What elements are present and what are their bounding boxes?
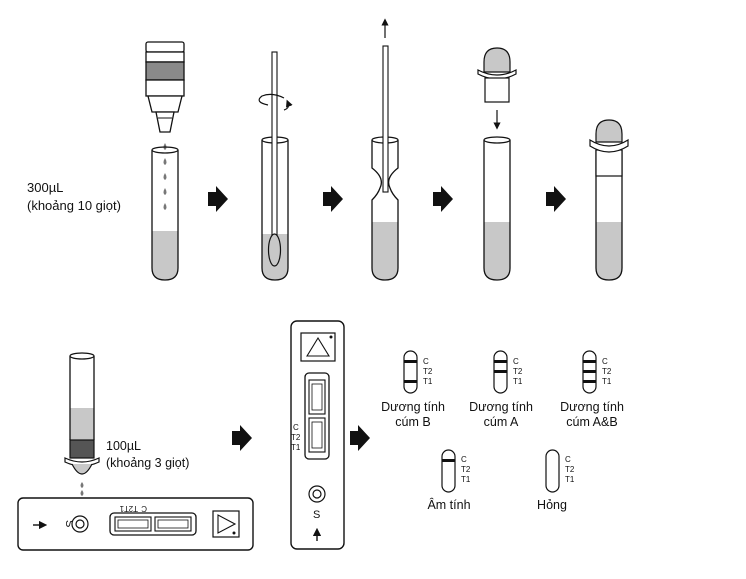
svg-text:T1: T1 [461, 475, 471, 484]
result-label-line2: cúm A&B [566, 415, 617, 429]
arrow-right-icon [232, 425, 252, 451]
result-label-line1: Dương tính [560, 400, 624, 414]
cassette-c-label: C [293, 423, 299, 432]
result-label-line1: Dương tính [469, 400, 533, 414]
test-cassette-horizontal: S T1 T2 C [17, 497, 254, 551]
cassette-c-label: C [141, 504, 147, 513]
cassette-s-label: S [313, 509, 320, 521]
arrow-right-icon [433, 186, 453, 212]
cassette-s-label: S [63, 520, 75, 527]
swab-withdrawn [382, 45, 389, 193]
arrow-right-icon [208, 186, 228, 212]
svg-text:T1: T1 [565, 475, 575, 484]
step1-volume: 300µL [27, 180, 63, 195]
warning-triangle-icon [212, 510, 240, 538]
result-strip-negative: C T2 T1 [441, 449, 471, 493]
cassette-t1-label: T1 [119, 504, 129, 513]
svg-text:T2: T2 [565, 465, 575, 474]
arrow-right-icon [546, 186, 566, 212]
arrow-right-icon [323, 186, 343, 212]
svg-text:T1: T1 [602, 377, 612, 386]
step1-note: (khoảng 10 giọt) [27, 198, 121, 213]
cassette-t2-label: T2 [128, 504, 138, 513]
cassette-t1-label: T1 [291, 443, 301, 452]
step2-volume: 100µL [106, 439, 141, 453]
result-label-line1: Âm tính [427, 497, 470, 512]
result-strip-positive-ab: C T2 T1 [582, 350, 612, 394]
svg-text:T2: T2 [423, 367, 433, 376]
dispensing-tube [64, 352, 100, 475]
svg-text:C: C [423, 357, 429, 366]
svg-text:T2: T2 [513, 367, 523, 376]
step2-note: (khoảng 3 giọt) [106, 456, 189, 470]
rotate-icon [258, 93, 293, 111]
svg-text:C: C [565, 455, 571, 464]
capped-tube [589, 119, 629, 281]
result-strip-positive-a: C T2 T1 [493, 350, 523, 394]
result-label-line2: cúm B [395, 415, 430, 429]
svg-text:C: C [513, 357, 519, 366]
svg-text:T2: T2 [461, 465, 471, 474]
swab [267, 51, 282, 267]
svg-text:T1: T1 [513, 377, 523, 386]
arrow-right-icon [350, 425, 370, 451]
svg-text:C: C [602, 357, 608, 366]
warning-triangle-icon [300, 332, 336, 362]
extraction-tube-4 [483, 136, 511, 281]
result-label-line2: cúm A [484, 415, 519, 429]
extraction-tube-1 [151, 146, 179, 281]
result-strip-invalid: C T2 T1 [545, 449, 575, 493]
reagent-bottle [145, 41, 185, 133]
result-strip-positive-b: C T2 T1 [403, 350, 433, 394]
svg-text:C: C [461, 455, 467, 464]
svg-text:T2: T2 [602, 367, 612, 376]
result-label-line1: Dương tính [381, 400, 445, 414]
result-label-line1: Hỏng [537, 498, 567, 512]
cassette-t2-label: T2 [291, 433, 301, 442]
dropper-cap [477, 47, 517, 103]
svg-text:T1: T1 [423, 377, 433, 386]
drops [163, 143, 167, 210]
extraction-tube-3 [371, 136, 399, 281]
test-cassette-vertical: C T2 T1 S [290, 320, 345, 550]
